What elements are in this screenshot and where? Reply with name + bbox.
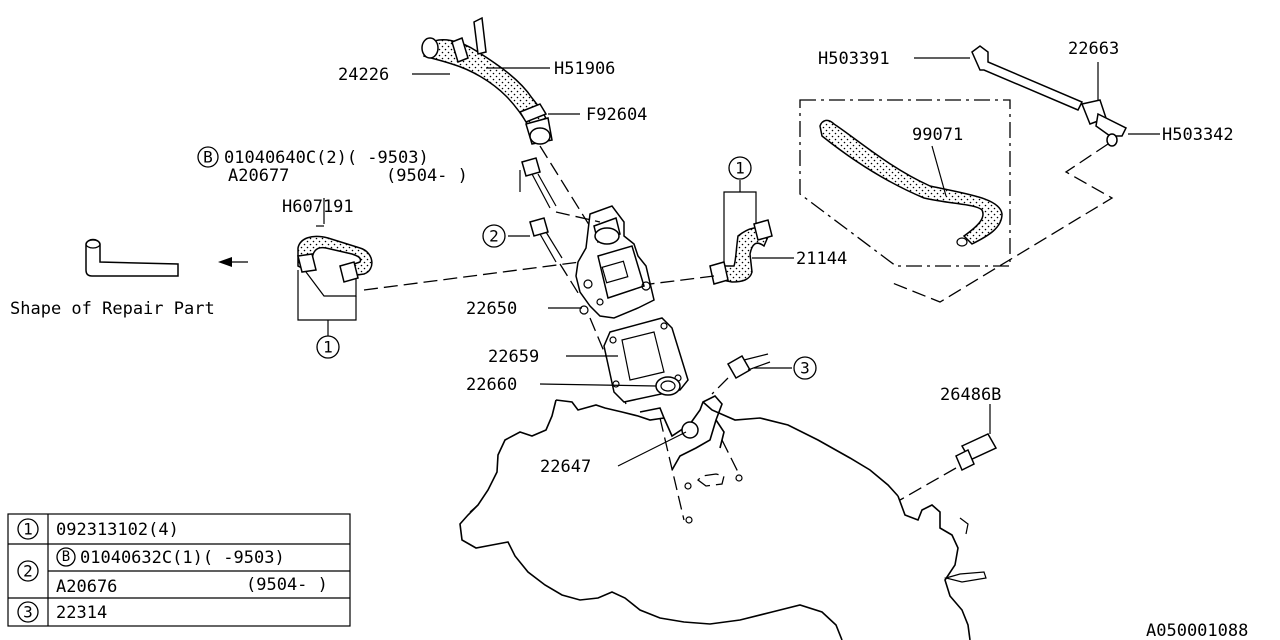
bolt-2[interactable]: [529, 217, 581, 297]
callout-3-circle: [793, 356, 817, 380]
intake-manifold-outline: [459, 395, 987, 640]
hose-99071[interactable]: [819, 119, 1003, 247]
legend-2-b: B: [62, 549, 70, 565]
label-a20677-range: (9504- ): [386, 166, 468, 186]
callout-2: 2: [489, 227, 499, 246]
arrow-left-icon: [218, 257, 248, 267]
repair-part-shape: [85, 238, 179, 277]
fitting-3[interactable]: [711, 353, 771, 395]
callout-1-top-circle: [728, 156, 752, 180]
legend-2-b-circle: [56, 547, 76, 567]
legend-2-num: 2: [23, 562, 33, 581]
hose-24226[interactable]: [421, 16, 597, 237]
legend-2-line2-left: A20676: [56, 577, 117, 597]
diagram-id: A050001088: [1146, 621, 1248, 640]
legend-1-circle: [17, 518, 39, 540]
ring-22660[interactable]: [655, 376, 681, 396]
label-22650: 22650: [466, 299, 517, 319]
egr-valve-22650[interactable]: [555, 205, 655, 405]
label-22663: 22663: [1068, 39, 1119, 59]
callout-2-circle: [482, 224, 506, 248]
hose-99071-box: [799, 99, 1011, 267]
bolt-b-circle: [197, 146, 219, 168]
label-a20677: A20677: [228, 166, 289, 186]
callout-1-left-circle: [316, 335, 340, 359]
label-99071: 99071: [912, 125, 963, 145]
legend-3-circle: [17, 601, 39, 623]
label-h503342: H503342: [1162, 125, 1234, 145]
vacuum-pipe[interactable]: [889, 45, 1128, 303]
legend-2-line1: 01040632C(1)( -9503): [80, 548, 285, 568]
label-21144: 21144: [796, 249, 847, 269]
callout-1-left: 1: [323, 338, 333, 357]
legend-3-num: 3: [23, 603, 33, 622]
hose-h607191[interactable]: [297, 235, 581, 291]
legend-2-circle: [17, 560, 39, 582]
legend-1-num: 1: [23, 520, 33, 539]
leader-lines: [297, 57, 1160, 467]
legend-3-text: 22314: [56, 603, 107, 623]
legend-table: 1 092313102(4) 2 B 01040632C(1)( -9503) …: [7, 513, 351, 627]
callout-1-top: 1: [735, 159, 745, 178]
label-h607191: H607191: [282, 197, 354, 217]
label-h51906: H51906: [554, 59, 615, 79]
callout-labels: 24226 H51906 F92604 B 01040640C(2)( -950…: [10, 39, 1248, 640]
bolt-upper[interactable]: [521, 157, 557, 209]
label-h503391: H503391: [818, 49, 890, 69]
sensor-26486b[interactable]: [899, 433, 998, 501]
label-22647: 22647: [540, 457, 591, 477]
label-22659: 22659: [488, 347, 539, 367]
legend-2-line2-right: (9504- ): [246, 575, 328, 595]
label-24226: 24226: [338, 65, 389, 85]
label-22660: 22660: [466, 375, 517, 395]
callout-3: 3: [800, 359, 810, 378]
label-bolt-spec: 01040640C(2)( -9503): [224, 148, 429, 168]
bolt-b-mark: B: [203, 148, 213, 167]
repair-caption: Shape of Repair Part: [10, 299, 215, 319]
label-26486b: 26486B: [940, 385, 1001, 405]
legend-1-text: 092313102(4): [56, 520, 179, 540]
label-f92604: F92604: [586, 105, 647, 125]
hose-21144[interactable]: [649, 219, 773, 285]
